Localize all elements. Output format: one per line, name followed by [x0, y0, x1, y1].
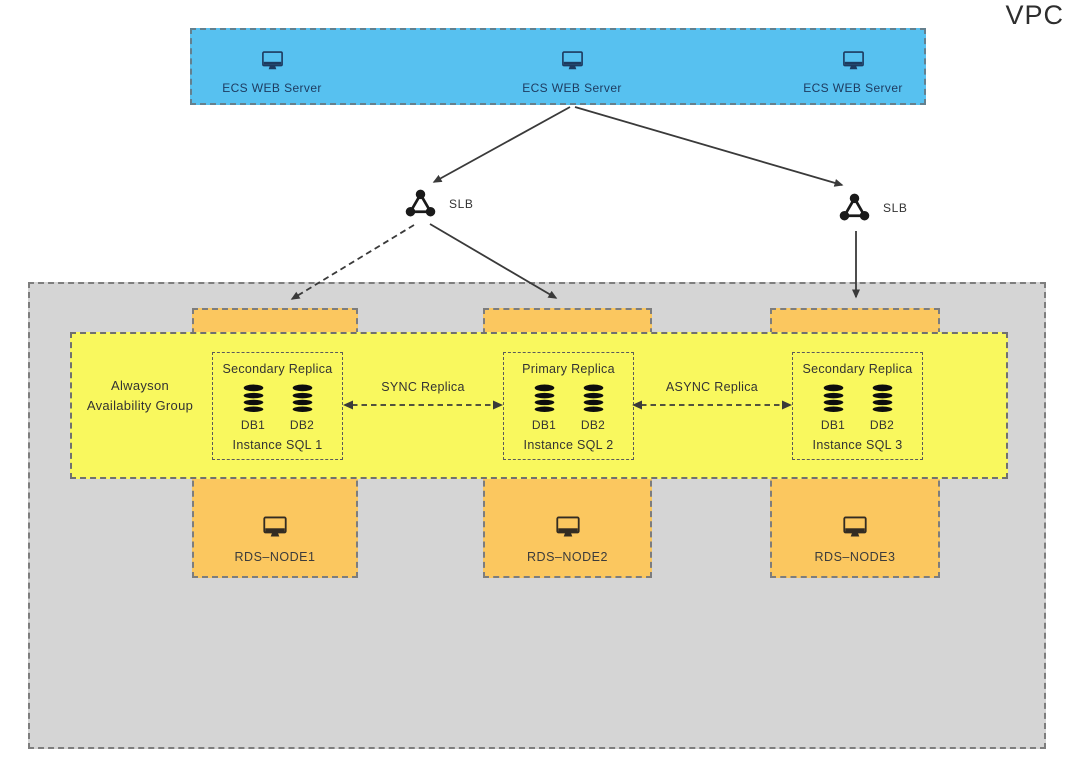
db-row: DB1 DB2 — [241, 384, 315, 432]
db-unit: DB2 — [290, 384, 315, 432]
monitor-icon — [561, 51, 583, 70]
instance-label: Instance SQL 2 — [523, 438, 614, 452]
database-icon — [583, 384, 603, 412]
replica-box-primary: Primary Replica DB1 DB2 — [503, 352, 634, 460]
db-unit: DB2 — [581, 384, 606, 432]
vpc-label: VPC — [1005, 0, 1064, 30]
availability-group-box — [70, 332, 1008, 479]
replica-box-secondary-3: Secondary Replica DB1 DB2 — [792, 352, 923, 460]
slb-label: SLB — [449, 196, 474, 211]
ecs-label: ECS WEB Server — [222, 81, 322, 95]
monitor-icon — [263, 516, 287, 537]
arrow-ecs-to-slb-right — [574, 106, 844, 187]
db-row: DB1 DB2 — [821, 384, 895, 432]
availability-group-label: Alwayson Availability Group — [86, 378, 194, 413]
ecs-web-server-1: ECS WEB Server — [202, 50, 342, 95]
db-unit: DB2 — [870, 384, 895, 432]
replica-title: Primary Replica — [522, 362, 615, 376]
db-unit: DB1 — [532, 384, 557, 432]
instance-label: Instance SQL 1 — [232, 438, 323, 452]
slb-right: SLB — [838, 192, 907, 223]
monitor-icon — [842, 51, 864, 70]
ecs-label: ECS WEB Server — [803, 81, 903, 95]
db-label: DB1 — [531, 418, 557, 432]
db-label: DB1 — [820, 418, 846, 432]
load-balancer-icon — [839, 193, 870, 221]
db-unit: DB1 — [241, 384, 266, 432]
replica-title: Secondary Replica — [222, 362, 333, 376]
instance-label: Instance SQL 3 — [812, 438, 903, 452]
replica-title: Secondary Replica — [802, 362, 913, 376]
async-replica-label: ASYNC Replica — [665, 380, 759, 394]
ecs-web-server-3: ECS WEB Server — [783, 50, 923, 95]
web-tier-box: ECS WEB Server ECS WEB Server ECS WEB Se… — [190, 28, 926, 105]
db-label: DB2 — [289, 418, 315, 432]
ecs-web-server-2: ECS WEB Server — [502, 50, 642, 95]
db-label: DB2 — [580, 418, 606, 432]
db-row: DB1 DB2 — [532, 384, 606, 432]
rds-node-label: RDS–NODE3 — [814, 550, 896, 564]
load-balancer-icon — [405, 189, 436, 217]
arrow-ecs-to-slb-left — [432, 106, 571, 183]
database-icon — [823, 384, 843, 412]
monitor-icon — [843, 516, 867, 537]
db-label: DB1 — [240, 418, 266, 432]
ecs-label: ECS WEB Server — [522, 81, 622, 95]
rds-node-label: RDS–NODE2 — [527, 550, 608, 564]
replica-box-secondary-1: Secondary Replica DB1 DB2 — [212, 352, 343, 460]
db-unit: DB1 — [821, 384, 846, 432]
database-icon — [872, 384, 892, 412]
db-label: DB2 — [869, 418, 895, 432]
sync-replica-label: SYNC Replica — [381, 380, 465, 394]
monitor-icon — [555, 516, 580, 537]
monitor-icon — [261, 51, 283, 70]
database-icon — [292, 384, 312, 412]
rds-node-label: RDS–NODE1 — [234, 550, 316, 564]
database-icon — [534, 384, 554, 412]
database-icon — [243, 384, 263, 412]
slb-left: SLB — [404, 188, 473, 219]
slb-label: SLB — [883, 200, 908, 215]
